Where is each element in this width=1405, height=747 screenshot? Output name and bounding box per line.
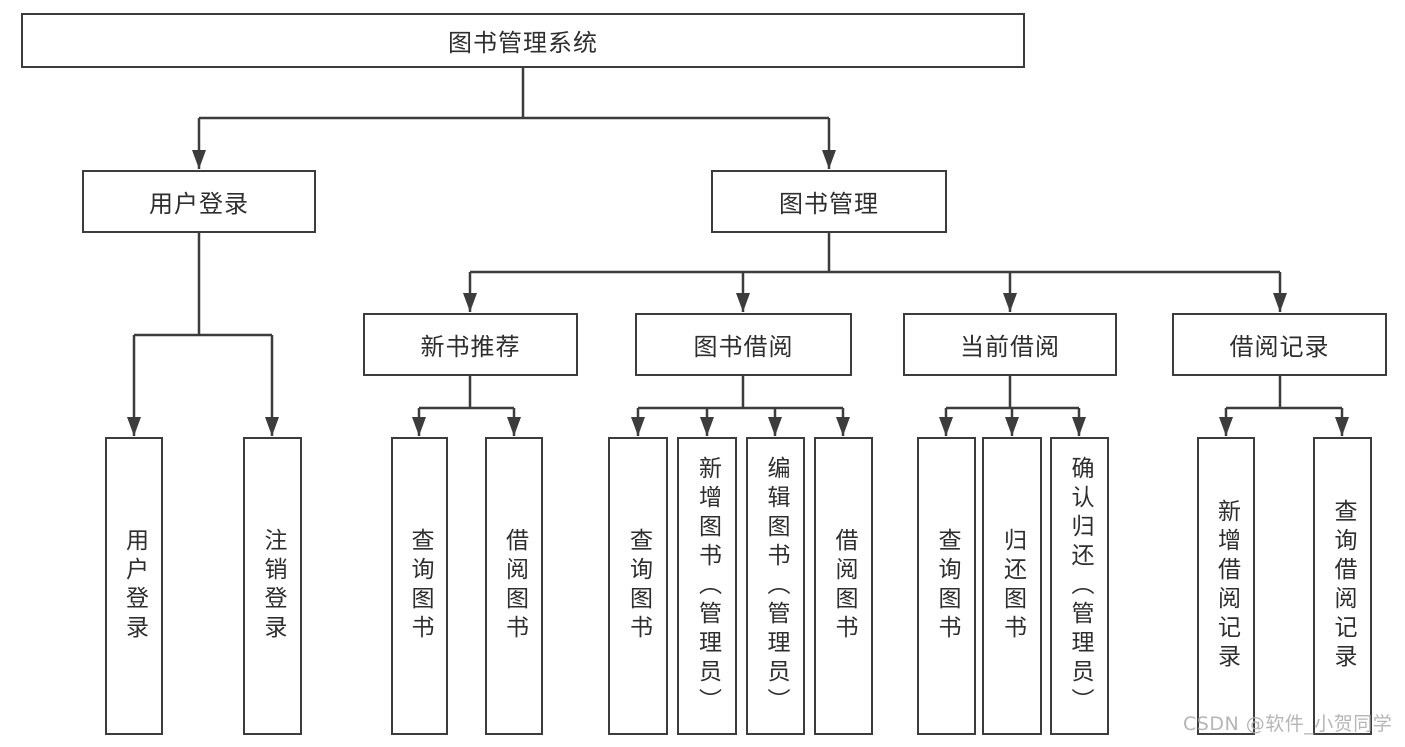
leaf-label: 用户登录 <box>121 528 148 644</box>
node-new-book-recommend: 新书推荐 <box>363 313 578 376</box>
leaf-add-borrow-record: 新增借阅记录 <box>1197 437 1255 735</box>
leaf-user-login: 用户登录 <box>105 437 163 735</box>
node-borrow-records: 借阅记录 <box>1172 313 1387 376</box>
leaf-label: 注销登录 <box>260 528 286 644</box>
leaf-return-book: 归还图书 <box>982 437 1042 735</box>
leaf-edit-book-admin: 编辑图书（管理员） <box>746 437 805 735</box>
leaf-label: 确认归还（管理员） <box>1067 455 1093 717</box>
leaf-logout: 注销登录 <box>243 437 302 735</box>
leaf-label: 借阅图书 <box>501 528 528 644</box>
leaf-confirm-return-admin: 确认归还（管理员） <box>1050 437 1109 735</box>
leaf-query-books-3: 查询图书 <box>917 437 976 735</box>
leaf-label: 新增借阅记录 <box>1213 499 1240 673</box>
leaf-label: 查询图书 <box>407 528 433 644</box>
connector-arrows <box>127 118 1349 436</box>
leaf-query-borrow-record: 查询借阅记录 <box>1313 437 1372 735</box>
node-current-borrow: 当前借阅 <box>903 313 1117 376</box>
leaf-add-book-admin: 新增图书（管理员） <box>677 437 737 735</box>
watermark: CSDN @软件_小贺同学 <box>1183 713 1393 735</box>
node-user-login: 用户登录 <box>82 170 316 233</box>
leaf-query-books-2: 查询图书 <box>608 437 668 735</box>
leaf-label: 查询借阅记录 <box>1330 499 1356 673</box>
node-book-management: 图书管理 <box>711 170 947 233</box>
leaf-label: 查询图书 <box>934 528 960 644</box>
leaf-label: 归还图书 <box>999 528 1026 644</box>
node-root: 图书管理系统 <box>21 13 1025 68</box>
leaf-label: 查询图书 <box>625 528 652 644</box>
leaf-label: 借阅图书 <box>831 528 857 644</box>
leaf-label: 编辑图书（管理员） <box>763 455 789 717</box>
leaf-borrow-books-1: 借阅图书 <box>485 437 543 735</box>
node-book-borrow: 图书借阅 <box>635 313 852 376</box>
leaf-label: 新增图书（管理员） <box>694 455 721 717</box>
leaf-query-books-1: 查询图书 <box>391 437 448 735</box>
leaf-borrow-books-2: 借阅图书 <box>814 437 873 735</box>
